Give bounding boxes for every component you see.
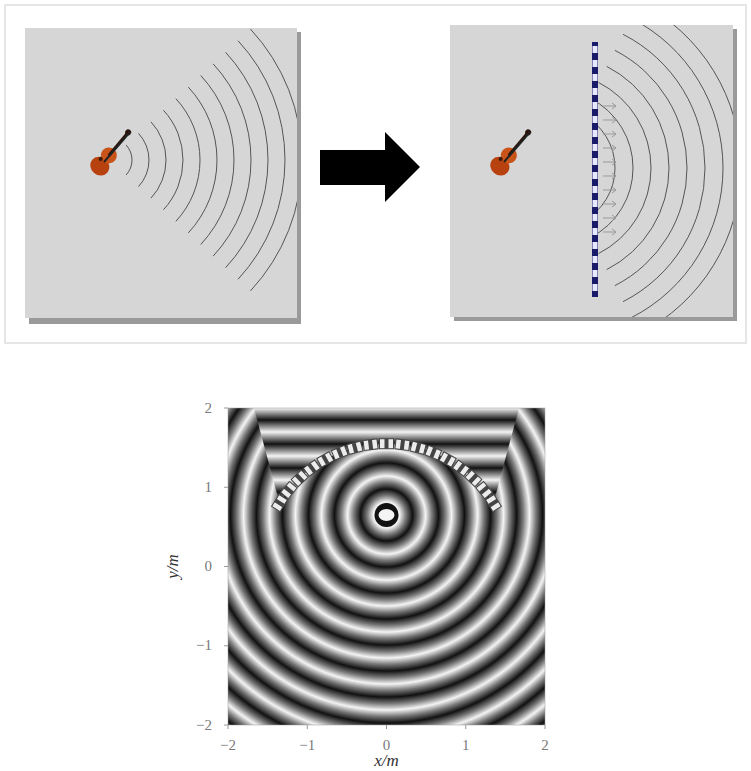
meta-unit [291,470,308,487]
meta-unit [476,481,493,498]
meta-unit [593,102,598,109]
small-arrow [603,215,616,221]
wave-front [597,98,633,237]
meta-unit [593,144,598,151]
meta-unit [593,74,598,81]
wave-front [238,41,285,280]
meta-unit [593,158,598,165]
meta-unit [439,452,456,468]
tick-label: 2 [541,738,549,753]
meta-unit [485,494,501,511]
meta-unit [452,460,469,476]
meta-unit [593,284,598,291]
wave-front [213,64,251,256]
violin [486,124,537,180]
bow [504,132,530,162]
meta-unit [593,88,598,95]
meta-unit [272,494,288,511]
meta-unit [425,445,442,459]
meta-unit [593,214,598,221]
violin [86,124,137,180]
tick-label: 0 [205,559,213,574]
tick-label: −2 [220,738,236,753]
wave-front [226,52,268,267]
tick-label: 2 [205,401,213,416]
transform-arrow [320,132,420,202]
tick-label: −1 [196,638,212,653]
wave-front [163,110,183,210]
wave-front [139,133,149,186]
panel [25,28,297,318]
wave-front [607,66,669,269]
small-arrow [603,159,616,165]
meta-unit [593,242,598,249]
wave-front [597,115,615,222]
meta-unit [593,256,598,263]
meta-unit [593,116,598,123]
meta-unit [593,46,598,53]
meta-unit [465,470,482,487]
small-arrow [603,103,616,109]
meta-unit [593,228,598,235]
plot-frame [228,408,545,725]
meta-unit [395,439,410,451]
meta-unit [593,200,598,207]
tick-label: 0 [383,738,391,753]
wave-front [639,25,733,317]
wave-front [176,99,200,222]
small-arrow [603,117,616,123]
meta-unit [593,60,598,67]
small-arrow [603,173,616,179]
meta-unit [281,481,298,498]
axis-label: x/m [374,752,399,769]
wave-front [250,29,297,291]
metasurface-arc [272,439,502,512]
small-arrow [603,145,616,151]
meta-unit [303,460,320,476]
tick-label: −2 [196,718,212,733]
tick-label: 1 [205,480,213,495]
axis-label: y/m [163,554,180,579]
meta-unit [331,445,348,459]
meta-unit [593,270,598,277]
wave-front [599,82,651,253]
wave-front [151,122,166,198]
small-arrow [603,187,616,193]
small-arrow [603,229,616,235]
wave-front [126,145,132,175]
top-frame [5,5,746,343]
wave-front [201,75,234,244]
axis-ticks [224,408,545,729]
meta-unit [593,172,598,179]
wave-front [188,87,217,233]
bow [104,132,130,162]
wave-front [623,34,705,301]
small-arrow [603,201,616,207]
wave-front [615,50,687,285]
meta-unit [593,186,598,193]
sound-waves [597,25,733,317]
meta-unit [363,439,378,451]
meta-unit [593,130,598,137]
metasurface [592,42,616,297]
sound-waves [126,29,297,291]
meta-unit [410,441,426,454]
small-arrow [603,131,616,137]
meta-unit [380,439,394,449]
tick-label: 1 [462,738,470,753]
meta-unit [347,441,363,454]
meta-unit [317,452,334,468]
wave-front [631,25,723,317]
wave-field [228,408,545,725]
tick-label: −1 [299,738,315,753]
